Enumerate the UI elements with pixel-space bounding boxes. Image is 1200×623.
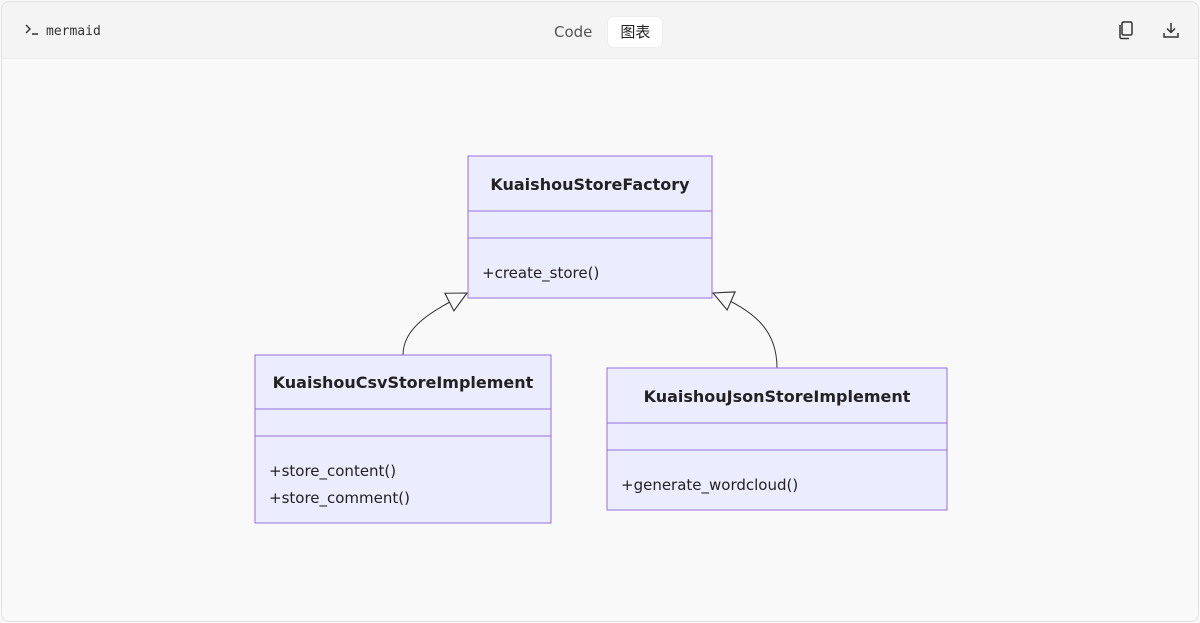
method-store-content: +store_content()	[269, 462, 396, 481]
class-box-json: KuaishouJsonStoreImplement +generate_wor…	[606, 367, 948, 511]
language-label: mermaid	[24, 22, 101, 40]
class-name-json: KuaishouJsonStoreImplement	[644, 387, 911, 406]
copy-icon[interactable]	[1115, 19, 1137, 41]
class-box-factory: KuaishouStoreFactory +create_store()	[467, 155, 713, 299]
class-name-csv: KuaishouCsvStoreImplement	[273, 373, 534, 392]
method-store-comment: +store_comment()	[269, 489, 410, 508]
class-name-factory: KuaishouStoreFactory	[490, 175, 690, 194]
method-generate-wordcloud: +generate_wordcloud()	[621, 476, 798, 495]
view-tabs: Code 图表	[542, 17, 663, 47]
diagram-canvas: KuaishouStoreFactory +create_store() Kua…	[2, 59, 1198, 621]
class-box-csv: KuaishouCsvStoreImplement +store_content…	[254, 354, 552, 524]
inheritance-edge-json	[713, 293, 778, 369]
class-diagram: KuaishouStoreFactory +create_store() Kua…	[254, 155, 948, 524]
tab-diagram[interactable]: 图表	[608, 17, 663, 47]
tab-code[interactable]: Code	[554, 23, 593, 41]
terminal-prompt-icon	[24, 22, 40, 40]
toolbar: mermaid Code 图表	[2, 2, 1198, 59]
language-name: mermaid	[46, 23, 101, 39]
method-create-store: +create_store()	[482, 264, 599, 283]
download-icon[interactable]	[1160, 19, 1182, 41]
inheritance-edge-csv	[402, 293, 467, 356]
